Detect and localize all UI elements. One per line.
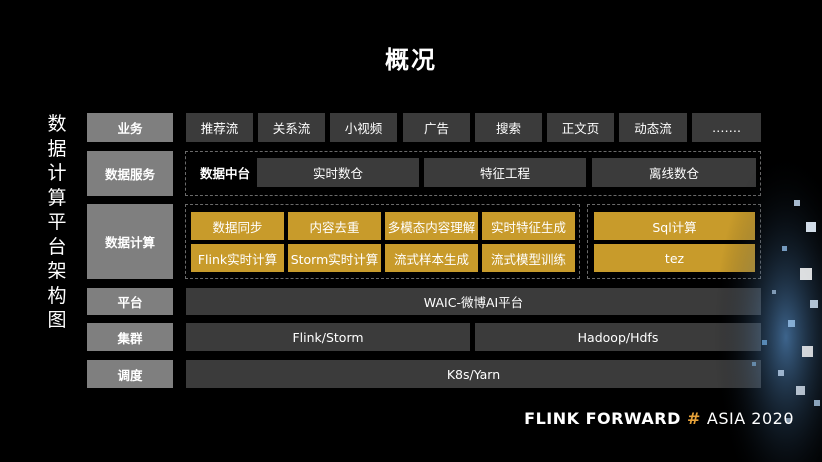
brand-flink: FLINK [524,409,580,428]
side-title-char: 台 [47,235,67,258]
side-title-char: 构 [47,284,67,307]
schedule-value: K8s/Yarn [186,360,761,388]
data-service-item: 实时数仓 [257,158,419,187]
business-item: 小视频 [330,113,397,142]
side-title-char: 计 [47,162,67,184]
row-label-cluster: 集群 [87,323,173,351]
side-title-char: 据 [47,137,67,160]
compute-item: 实时特征生成 [482,212,575,240]
brand-asia: ASIA 2020 [706,409,794,428]
business-item: 搜索 [475,113,542,142]
compute-item: 流式模型训练 [482,244,575,272]
brand-forward: FORWARD [585,409,681,428]
compute-item: 流式样本生成 [385,244,478,272]
business-item: 关系流 [258,113,325,142]
side-title-char: 平 [47,211,67,233]
row-label-schedule: 调度 [87,360,173,388]
business-item: 广告 [403,113,470,142]
brand-hash: # [686,409,701,428]
platform-value: WAIC-微博AI平台 [186,288,761,315]
brand-logo: FLINK FORWARD # ASIA 2020 [524,409,794,428]
business-item: 推荐流 [186,113,253,142]
decorative-particles [702,150,822,462]
business-item: 动态流 [619,113,687,142]
compute-item: Storm实时计算 [288,244,381,272]
side-title: 数 据 计 算 平 台 架 构 图 [42,112,72,333]
data-service-item: 特征工程 [424,158,586,187]
stream-compute-group [185,204,580,279]
compute-item: 数据同步 [191,212,284,240]
business-item: ……. [692,113,761,142]
row-label-data-service: 数据服务 [87,151,173,196]
page-title: 概况 [385,46,437,74]
side-title-char: 数 [47,113,67,135]
row-label-data-compute: 数据计算 [87,204,173,279]
compute-item: 多模态内容理解 [385,212,478,240]
data-middle-platform: 数据中台 [200,166,251,181]
compute-item: Flink实时计算 [191,244,284,272]
side-title-char: 图 [47,309,67,331]
business-item: 正文页 [547,113,614,142]
row-label-business: 业务 [87,113,173,142]
side-title-char: 算 [47,186,67,209]
cluster-item: Flink/Storm [186,323,470,351]
row-label-platform: 平台 [87,288,173,315]
compute-item: 内容去重 [288,212,381,240]
side-title-char: 架 [47,260,67,282]
